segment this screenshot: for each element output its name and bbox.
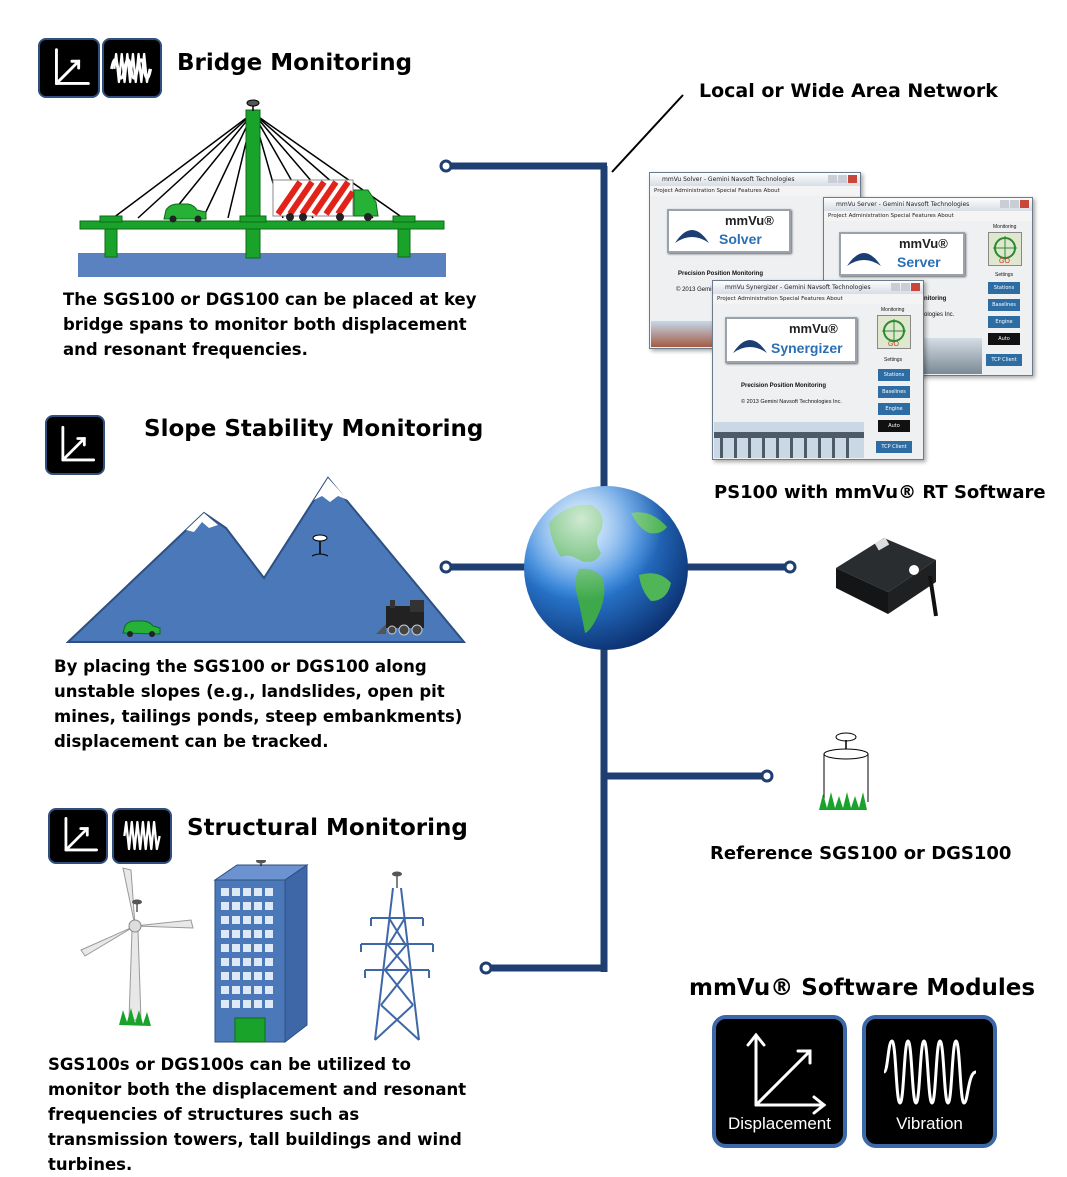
auto-button[interactable]: Auto bbox=[878, 420, 910, 432]
transmission-tower bbox=[360, 887, 434, 1041]
network-label: Local or Wide Area Network bbox=[699, 80, 998, 102]
close-icon[interactable] bbox=[911, 283, 920, 291]
vibration-module-tile: Vibration bbox=[862, 1015, 997, 1148]
synergizer-logo: mmVu® Synergizer bbox=[725, 317, 857, 363]
displacement-icon bbox=[38, 38, 100, 98]
baselines-button[interactable]: Baselines bbox=[988, 299, 1020, 311]
stations-button[interactable]: Stations bbox=[878, 369, 910, 381]
displacement-module-tile: Displacement bbox=[712, 1015, 847, 1148]
synergizer-window[interactable]: mmVu Synergizer - Gemini Navsoft Technol… bbox=[712, 280, 924, 460]
structural-title: Structural Monitoring bbox=[187, 815, 468, 841]
server-window-title: mmVu Server - Gemini Navsoft Technologie… bbox=[836, 201, 970, 208]
car bbox=[163, 203, 207, 223]
server-window[interactable]: mmVu Server - Gemini Navsoft Technologie… bbox=[823, 197, 1033, 376]
solver-menu-bar[interactable]: Project Administration Special Features … bbox=[650, 186, 860, 196]
synergizer-window-title: mmVu Synergizer - Gemini Navsoft Technol… bbox=[725, 284, 871, 291]
displacement-icon bbox=[48, 808, 108, 864]
car bbox=[122, 620, 161, 637]
gnss-antenna-icon bbox=[246, 99, 260, 111]
water bbox=[78, 253, 446, 277]
go-button[interactable]: GO bbox=[988, 232, 1022, 266]
slope-title: Slope Stability Monitoring bbox=[144, 416, 484, 442]
tcp-client-button[interactable]: TCP Client bbox=[986, 354, 1022, 366]
auto-button[interactable]: Auto bbox=[988, 333, 1020, 345]
globe-icon bbox=[524, 486, 688, 650]
truck bbox=[272, 179, 379, 221]
reference-station bbox=[819, 732, 869, 810]
engine-button[interactable]: Engine bbox=[878, 403, 910, 415]
locomotive bbox=[376, 600, 424, 636]
go-button[interactable]: GO bbox=[877, 315, 911, 349]
bridge-description: The SGS100 or DGS100 can be placed at ke… bbox=[63, 290, 477, 359]
close-icon[interactable] bbox=[848, 175, 857, 183]
reference-label: Reference SGS100 or DGS100 bbox=[710, 843, 1012, 864]
vibration-icon bbox=[112, 808, 172, 864]
solver-copyright: © 2013 Gemini bbox=[676, 287, 717, 293]
solver-logo: mmVu® Solver bbox=[667, 209, 791, 253]
svg-text:GO: GO bbox=[999, 258, 1010, 265]
ps100-device bbox=[836, 537, 938, 617]
solver-window-title: mmVu Solver - Gemini Navsoft Technologie… bbox=[662, 176, 795, 183]
mountain-illustration bbox=[66, 476, 466, 643]
network-label-pointer bbox=[611, 94, 684, 173]
displacement-label: Displacement bbox=[728, 1114, 831, 1133]
engine-button[interactable]: Engine bbox=[988, 316, 1020, 328]
displacement-icon bbox=[746, 1032, 827, 1115]
gnss-antenna-icon bbox=[311, 534, 329, 557]
stations-button[interactable]: Stations bbox=[988, 282, 1020, 294]
structures-illustration bbox=[80, 860, 434, 1044]
solver-caption: Precision Position Monitoring bbox=[678, 271, 764, 277]
vibration-label: Vibration bbox=[896, 1114, 963, 1133]
structural-description: SGS100s or DGS100s can be utilized to mo… bbox=[48, 1055, 467, 1174]
baselines-button[interactable]: Baselines bbox=[878, 386, 910, 398]
bridge-illustration bbox=[78, 99, 446, 277]
tcp-client-button[interactable]: TCP Client bbox=[876, 441, 912, 453]
synergizer-menu-bar[interactable]: Project Administration Special Features … bbox=[713, 294, 923, 304]
close-icon[interactable] bbox=[1020, 200, 1029, 208]
vibration-icon bbox=[882, 1039, 977, 1105]
tall-building bbox=[213, 860, 309, 1044]
wind-turbine bbox=[80, 867, 194, 1026]
displacement-icon bbox=[45, 415, 105, 475]
server-menu-bar[interactable]: Project Administration Special Features … bbox=[824, 211, 1032, 221]
modules-title: mmVu® Software Modules bbox=[689, 975, 1036, 1001]
svg-text:GO: GO bbox=[888, 341, 899, 348]
bridge-title: Bridge Monitoring bbox=[177, 50, 413, 76]
ps100-label: PS100 with mmVu® RT Software bbox=[714, 482, 1046, 503]
slope-description: By placing the SGS100 or DGS100 along un… bbox=[54, 657, 463, 751]
server-logo: mmVu® Server bbox=[839, 232, 965, 276]
vibration-icon bbox=[102, 38, 162, 98]
